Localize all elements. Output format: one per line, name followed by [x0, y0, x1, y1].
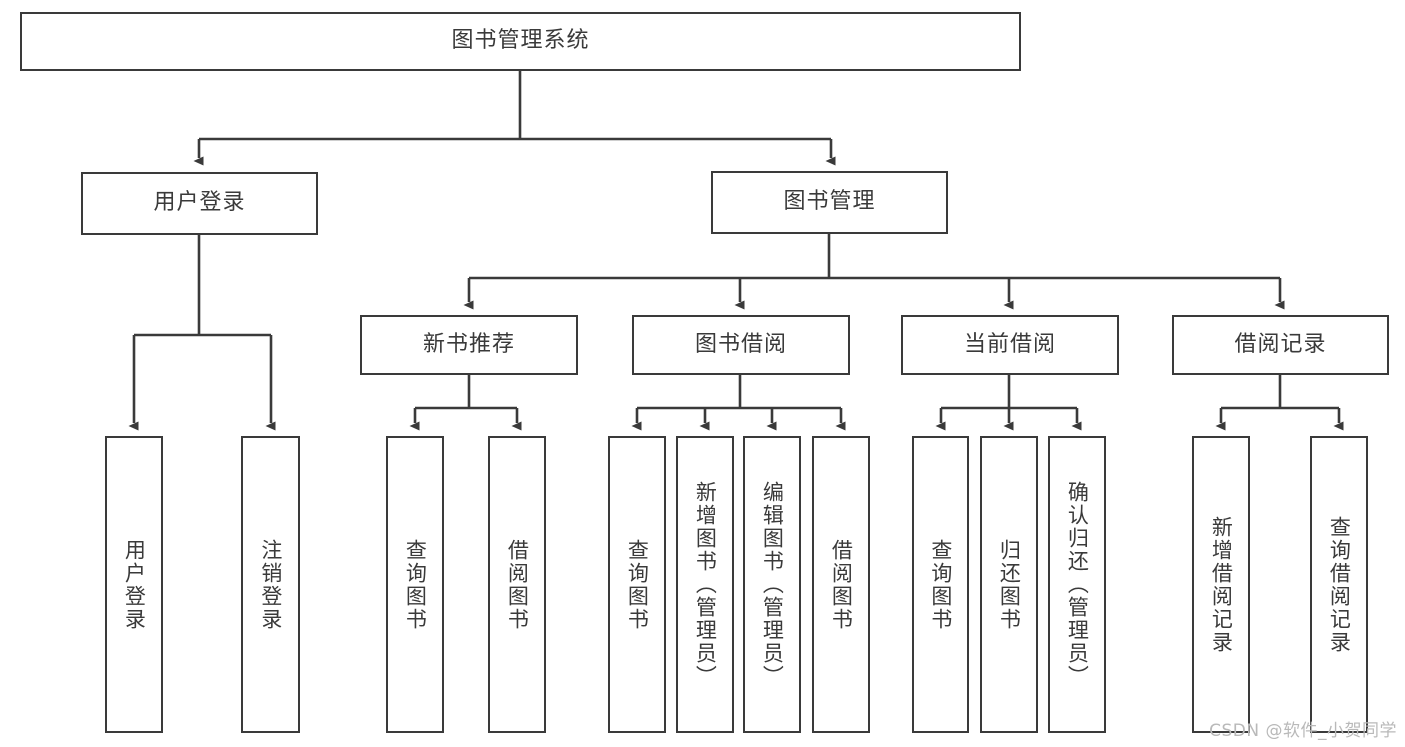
node-current-borrow[interactable]: 当前借阅: [901, 315, 1119, 375]
leaf-new-book-borrow-book[interactable]: 借阅图书: [488, 436, 546, 733]
node-label: 查询图书: [625, 538, 650, 631]
node-label: 查询借阅记录: [1327, 515, 1352, 654]
node-label: 新增图书（管理员）: [693, 481, 718, 688]
leaf-user-login-signin[interactable]: 用户登录: [105, 436, 163, 733]
leaf-new-book-query-book[interactable]: 查询图书: [386, 436, 444, 733]
node-root-library-management-system[interactable]: 图书管理系统: [20, 12, 1021, 71]
node-label: 用户登录: [122, 538, 147, 631]
node-label: 新增借阅记录: [1209, 515, 1234, 654]
node-label: 编辑图书（管理员）: [760, 481, 785, 688]
watermark-text: CSDN @软件_小贺同学: [1209, 721, 1397, 741]
node-new-book-recommend[interactable]: 新书推荐: [360, 315, 578, 375]
leaf-book-borrow-add-book-admin[interactable]: 新增图书（管理员）: [676, 436, 734, 733]
node-book-borrow[interactable]: 图书借阅: [632, 315, 850, 375]
node-label: 当前借阅: [963, 331, 1056, 357]
leaf-book-borrow-edit-book-admin[interactable]: 编辑图书（管理员）: [743, 436, 801, 733]
node-label: 图书管理: [783, 189, 876, 215]
leaf-current-borrow-confirm-return-admin[interactable]: 确认归还（管理员）: [1048, 436, 1106, 733]
node-label: 图书借阅: [694, 331, 787, 357]
leaf-book-borrow-query-book[interactable]: 查询图书: [608, 436, 666, 733]
leaf-current-borrow-return-book[interactable]: 归还图书: [980, 436, 1038, 733]
node-book-management[interactable]: 图书管理: [711, 171, 948, 234]
leaf-book-borrow-borrow-book[interactable]: 借阅图书: [812, 436, 870, 733]
node-label: 借阅图书: [505, 538, 530, 631]
node-label: 归还图书: [997, 538, 1022, 631]
node-borrow-records[interactable]: 借阅记录: [1172, 315, 1389, 375]
node-label: 图书管理系统: [451, 28, 590, 54]
node-label: 确认归还（管理员）: [1065, 481, 1090, 688]
node-label: 借阅图书: [829, 538, 854, 631]
node-label: 查询图书: [403, 538, 428, 631]
leaf-user-login-signout[interactable]: 注销登录: [241, 436, 300, 733]
leaf-current-borrow-query-book[interactable]: 查询图书: [912, 436, 969, 733]
node-label: 查询图书: [928, 538, 953, 631]
node-label: 新书推荐: [422, 331, 515, 357]
node-label: 借阅记录: [1234, 331, 1327, 357]
node-label: 注销登录: [258, 538, 283, 631]
leaf-borrow-records-add-record[interactable]: 新增借阅记录: [1192, 436, 1250, 733]
node-user-login[interactable]: 用户登录: [81, 172, 318, 235]
node-label: 用户登录: [153, 190, 246, 216]
leaf-borrow-records-query-record[interactable]: 查询借阅记录: [1310, 436, 1368, 733]
